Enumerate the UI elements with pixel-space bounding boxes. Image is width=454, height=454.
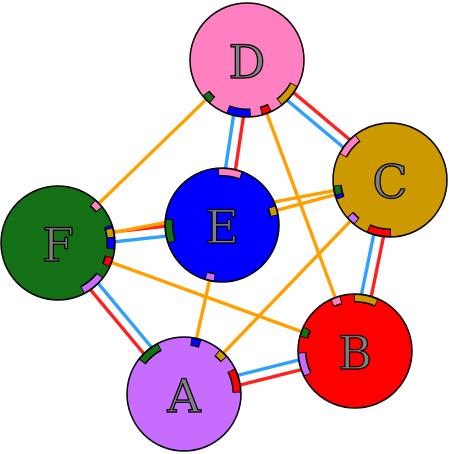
port-E-C	[267, 205, 279, 217]
port-F-D	[89, 199, 103, 213]
node-e-label: E	[205, 200, 239, 254]
port-C-D	[338, 134, 361, 158]
port-D-F	[202, 90, 216, 104]
port-D-E	[226, 105, 252, 118]
port-B-C	[353, 293, 379, 307]
port-A-B	[227, 368, 242, 393]
port-A-C	[214, 349, 228, 363]
port-B-F	[299, 326, 312, 339]
port-B-D	[330, 295, 343, 308]
node-a-label: A	[166, 369, 201, 423]
port-F-A	[80, 272, 104, 295]
port-C-F	[332, 184, 344, 196]
node-b-label: B	[338, 326, 372, 380]
port-D-C	[276, 82, 299, 106]
port-F-C	[104, 227, 116, 239]
node-d-label: D	[229, 35, 266, 89]
node-a-circle	[126, 336, 242, 452]
port-E-F	[164, 218, 177, 244]
port-E-D	[217, 167, 243, 180]
port-E-A	[204, 271, 216, 283]
nodes-layer: A B C D E F	[0, 2, 448, 452]
port-D-B	[259, 103, 272, 116]
port-A-E	[190, 336, 202, 348]
port-C-A	[346, 211, 360, 225]
port-F-B	[101, 255, 114, 268]
port-B-A	[297, 352, 312, 377]
node-f-label: F	[42, 218, 74, 272]
node-c-label: C	[372, 155, 407, 209]
port-A-F	[138, 342, 162, 365]
port-C-B	[366, 224, 392, 238]
